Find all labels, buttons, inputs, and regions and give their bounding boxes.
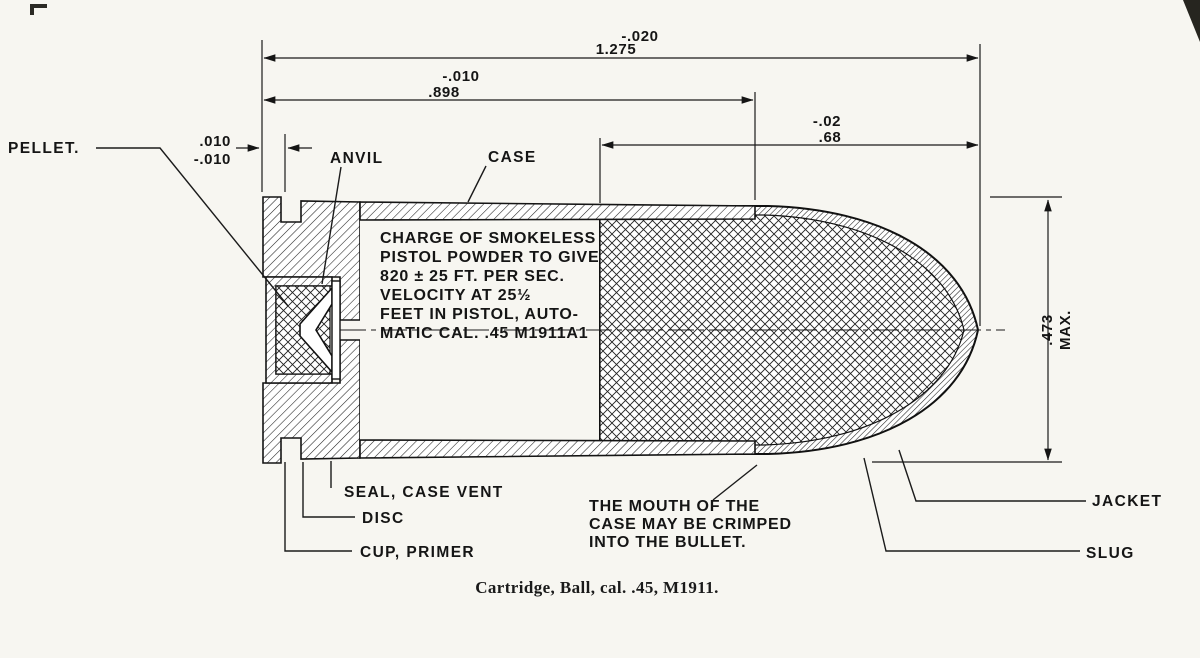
dim-diameter-qualifier: MAX.: [1057, 310, 1074, 350]
leader-case: [467, 165, 487, 203]
scan-artifact-mark: [30, 4, 47, 15]
leader-cup: [284, 462, 352, 552]
label-anvil: ANVIL: [330, 150, 384, 167]
leader-lines: [96, 147, 1086, 552]
leader-pellet: [96, 147, 289, 307]
crimp-note-line: CASE MAY BE CRIMPED: [589, 516, 792, 533]
leader-crimp-note: [712, 464, 758, 501]
dim-bullet-tolerance: -.02: [813, 113, 841, 130]
dimension-lines: -.020 1.275 -.010 .898 -.02 .68 .010 -.0…: [194, 28, 1074, 463]
charge-note-line: FEET IN PISTOL, AUTO-: [380, 306, 579, 323]
dim-overall-value: 1.275: [596, 41, 637, 58]
label-seal-case-vent: SEAL, CASE VENT: [344, 484, 504, 501]
primer-disc: [331, 280, 341, 380]
dim-rim-value: .010: [199, 133, 231, 150]
leader-anvil: [321, 166, 342, 285]
leader-slug: [863, 457, 1080, 552]
dim-diameter-value: .473: [1039, 314, 1056, 346]
crimp-note-line: THE MOUTH OF THE: [589, 498, 760, 515]
leader-disc: [302, 462, 355, 518]
dim-case-value: .898: [428, 84, 460, 101]
label-pellet: PELLET.: [8, 140, 80, 157]
leader-jacket: [898, 449, 1086, 502]
charge-note-line: 820 ± 25 FT. PER SEC.: [380, 268, 565, 285]
label-disc: DISC: [362, 510, 405, 527]
label-jacket: JACKET: [1092, 493, 1162, 510]
charge-note-line: PISTOL POWDER TO GIVE: [380, 249, 600, 266]
crimp-note: THE MOUTH OF THE CASE MAY BE CRIMPED INT…: [589, 498, 792, 551]
charge-note-line: VELOCITY AT 25½: [380, 287, 531, 304]
dim-rim-tolerance: -.010: [194, 151, 231, 168]
case-wall-top: [359, 201, 756, 221]
label-cup-primer: CUP, PRIMER: [360, 544, 475, 561]
part-labels: PELLET. ANVIL CASE SEAL, CASE VENT DISC …: [8, 140, 1162, 562]
dim-bullet-value: .68: [819, 129, 842, 146]
label-slug: SLUG: [1086, 545, 1135, 562]
dim-overall-tolerance: -.020: [621, 28, 658, 45]
charge-note: CHARGE OF SMOKELESS PISTOL POWDER TO GIV…: [380, 230, 600, 342]
label-case: CASE: [488, 149, 537, 166]
charge-note-line: CHARGE OF SMOKELESS: [380, 230, 596, 247]
scan-artifact-corner: [1183, 0, 1200, 42]
cartridge-drawing: [262, 196, 1005, 464]
charge-note-line: MATIC CAL. .45 M1911A1: [380, 325, 588, 342]
crimp-note-line: INTO THE BULLET.: [589, 534, 746, 551]
case-wall-bottom: [359, 439, 756, 459]
dim-case-tolerance: -.010: [442, 68, 479, 85]
figure-caption: Cartridge, Ball, cal. .45, M1911.: [475, 578, 719, 597]
